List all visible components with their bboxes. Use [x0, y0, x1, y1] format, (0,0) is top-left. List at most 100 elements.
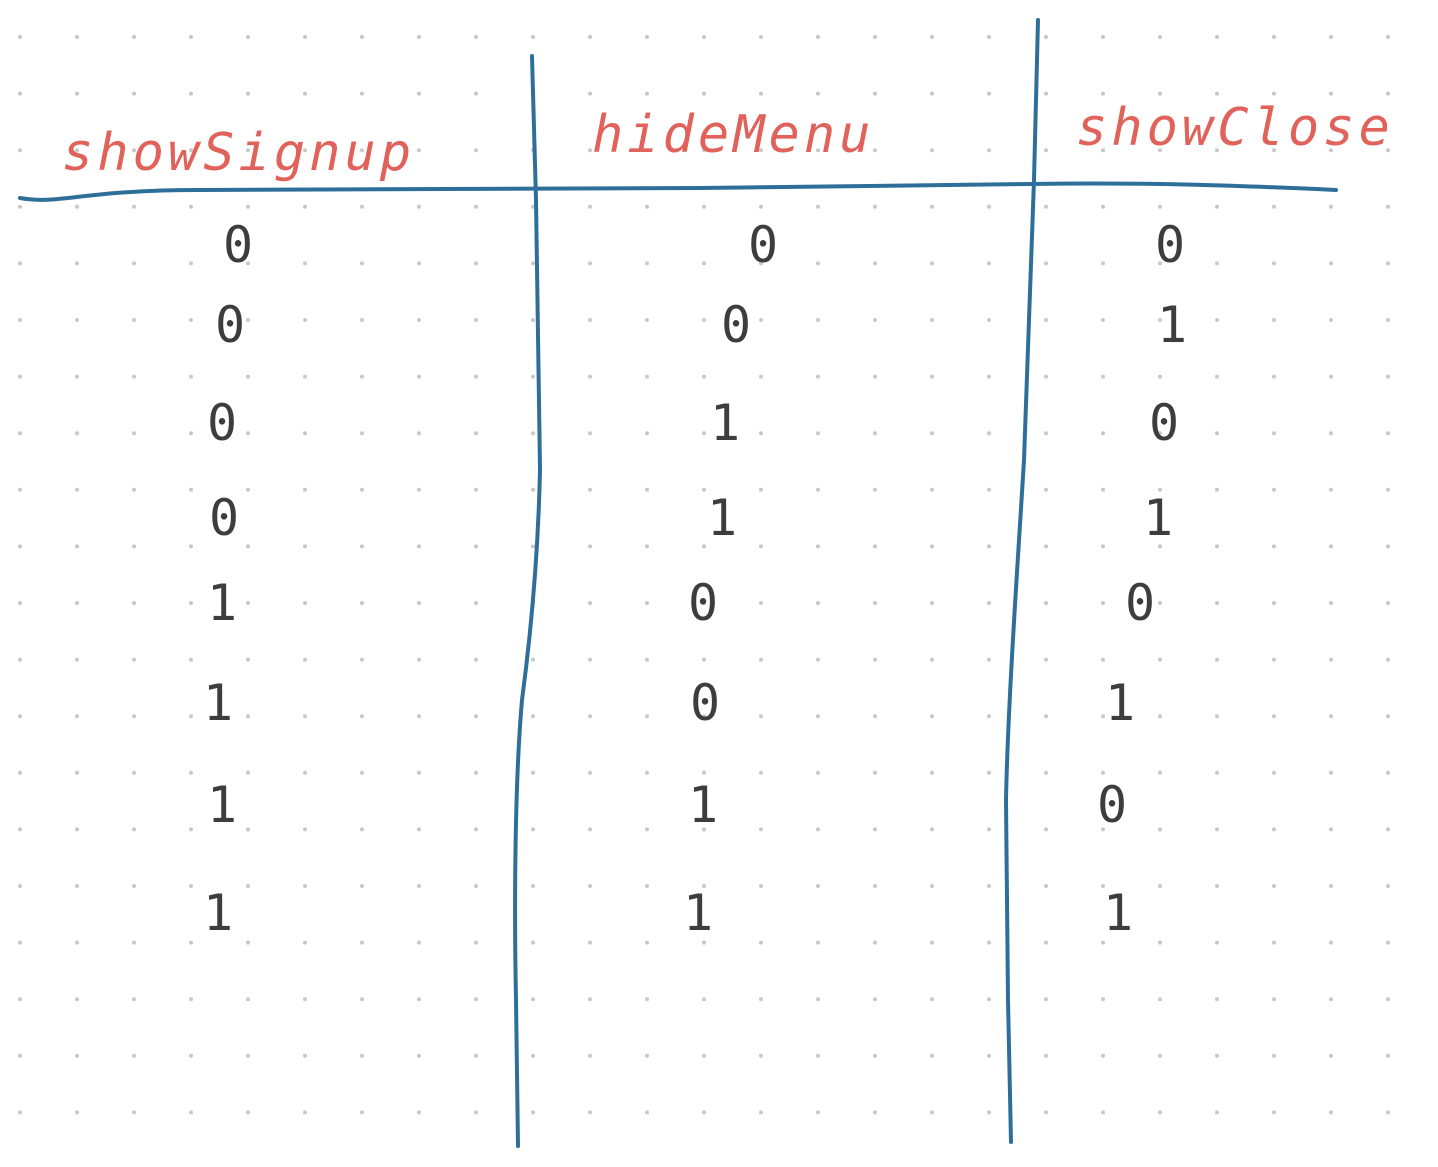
grid-dot	[1272, 940, 1276, 945]
grid-dot	[75, 827, 79, 832]
grid-dot	[873, 884, 877, 888]
grid-dot	[1215, 997, 1219, 1002]
grid-dot	[474, 431, 478, 436]
grid-dot	[987, 940, 991, 945]
grid-dot	[987, 1110, 991, 1115]
grid-dot	[873, 544, 877, 549]
grid-dot	[1044, 431, 1048, 436]
grid-dot	[588, 884, 592, 888]
grid-dot	[531, 657, 535, 662]
grid-dot	[1158, 431, 1162, 436]
table-cell: 0	[721, 296, 751, 354]
grid-dot	[1101, 318, 1105, 322]
grid-dot	[1386, 601, 1390, 605]
grid-dot	[531, 487, 535, 492]
grid-dot	[531, 35, 535, 39]
grid-dot	[360, 261, 364, 266]
grid-dot	[1329, 261, 1333, 266]
grid-dot	[246, 318, 250, 322]
grid-dot	[189, 770, 193, 775]
grid-dot	[816, 374, 820, 379]
column-header-hideMenu: hideMenu	[592, 105, 874, 165]
table-cell: 1	[683, 884, 713, 942]
grid-dot	[588, 431, 592, 436]
grid-dot	[1386, 148, 1390, 153]
grid-dot	[246, 91, 250, 96]
grid-dot	[588, 204, 592, 209]
grid-dot	[645, 91, 649, 96]
grid-dot	[588, 544, 592, 549]
grid-dot	[645, 770, 649, 775]
grid-dot	[189, 261, 193, 266]
grid-dot	[1044, 374, 1048, 379]
grid-dot	[702, 261, 706, 266]
grid-dot	[1386, 770, 1390, 775]
grid-dot	[132, 657, 136, 662]
grid-dot	[303, 148, 307, 153]
grid-dot	[303, 657, 307, 662]
grid-dot	[75, 997, 79, 1002]
grid-dot	[1101, 997, 1105, 1002]
grid-dot	[360, 374, 364, 379]
grid-dot	[1329, 148, 1333, 153]
grid-dot	[588, 714, 592, 719]
grid-dot	[1386, 487, 1390, 492]
grid-dot	[759, 997, 763, 1002]
grid-dot	[1272, 657, 1276, 662]
grid-dot	[189, 657, 193, 662]
grid-dot	[588, 261, 592, 266]
grid-dot	[1158, 1110, 1162, 1115]
grid-dot	[816, 261, 820, 266]
grid-dot	[246, 601, 250, 605]
grid-dot	[360, 714, 364, 719]
grid-dot	[246, 1110, 250, 1115]
grid-dot	[1386, 318, 1390, 322]
grid-dot	[417, 544, 421, 549]
grid-dot	[987, 148, 991, 153]
grid-dot	[873, 148, 877, 153]
grid-dot	[417, 940, 421, 945]
grid-dot	[360, 318, 364, 322]
grid-dot	[18, 318, 22, 322]
grid-dot	[189, 35, 193, 39]
grid-dot	[1101, 261, 1105, 266]
grid-dot	[360, 940, 364, 945]
grid-dot	[246, 1053, 250, 1058]
grid-dot	[1386, 204, 1390, 209]
grid-dot	[987, 770, 991, 775]
grid-dot	[1101, 601, 1105, 605]
grid-dot	[645, 148, 649, 153]
grid-dot	[303, 431, 307, 436]
grid-dot	[531, 714, 535, 719]
grid-dot	[75, 91, 79, 96]
grid-dot	[417, 827, 421, 832]
grid-dot	[1215, 204, 1219, 209]
grid-dot	[1044, 940, 1048, 945]
grid-dot	[1215, 827, 1219, 832]
grid-dot	[1272, 431, 1276, 436]
grid-dot	[417, 91, 421, 96]
grid-dot	[873, 770, 877, 775]
grid-dot	[417, 35, 421, 39]
table-cell: 0	[690, 674, 720, 732]
grid-dot	[759, 204, 763, 209]
grid-dot	[531, 884, 535, 888]
grid-dot	[531, 318, 535, 322]
grid-dot	[75, 714, 79, 719]
grid-dot	[75, 544, 79, 549]
grid-dot	[1158, 714, 1162, 719]
table-cell: 0	[1097, 776, 1127, 834]
grid-dot	[75, 487, 79, 492]
grid-dot	[189, 1110, 193, 1115]
grid-dot	[1044, 487, 1048, 492]
grid-dot	[930, 770, 934, 775]
grid-dot	[417, 431, 421, 436]
grid-dot	[1158, 261, 1162, 266]
grid-dot	[1386, 91, 1390, 96]
grid-dot	[987, 884, 991, 888]
grid-dot	[1386, 657, 1390, 662]
grid-dot	[1386, 431, 1390, 436]
grid-dot	[132, 204, 136, 209]
grid-dot	[702, 35, 706, 39]
